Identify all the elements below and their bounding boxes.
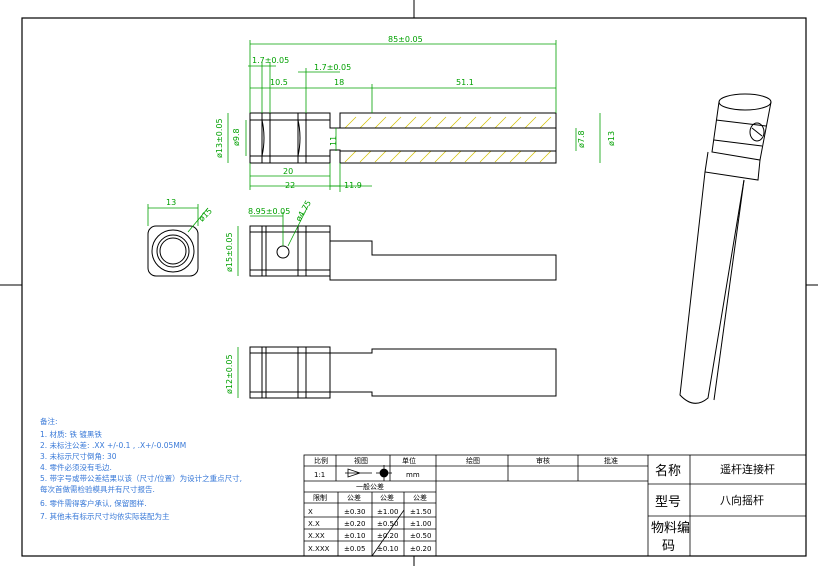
tb-unit-header: 单位 bbox=[402, 456, 416, 465]
notes-title: 备注: bbox=[40, 416, 58, 426]
tb-row3-c0: X.XXX bbox=[308, 545, 330, 553]
dim-end-dia-15: ø15 bbox=[197, 206, 214, 223]
dim-hole-dia: ø4.75 bbox=[294, 199, 313, 223]
tb-row1-c1: ±0.20 bbox=[344, 520, 365, 528]
dim-end-13: 13 bbox=[166, 198, 176, 207]
tb-row1-c0: X.X bbox=[308, 520, 320, 528]
front-view: 8.95±0.05 ø4.75 ø15±0.05 bbox=[225, 199, 557, 281]
notes-line-6: 每次首做需检验模具并有尺寸报告. bbox=[40, 484, 155, 494]
dim-overall-length: 85±0.05 bbox=[388, 35, 423, 44]
dim-hole-pos: 8.95±0.05 bbox=[248, 207, 290, 216]
tb-row2-c1: ±0.10 bbox=[344, 532, 365, 540]
notes-line-5: 5. 带字号或带公差结果以该（尺寸/位置）为设计之重点尺寸, bbox=[40, 473, 242, 483]
section-hatch bbox=[344, 116, 552, 163]
section-view: 85±0.05 1.7±0.05 1.7±0.05 10.5 18 51.1 ø… bbox=[215, 35, 616, 192]
notes-line-3: 3. 未标示尺寸倒角: 30 bbox=[40, 451, 117, 461]
dim-dia-7-8: ø7.8 bbox=[577, 130, 586, 148]
tb-scale-header: 比例 bbox=[314, 456, 328, 465]
tb-row0-c2: ±1.00 bbox=[377, 508, 398, 516]
dim-10-5: 10.5 bbox=[270, 78, 288, 87]
dim-dia-12-tol: ø12±0.05 bbox=[225, 354, 234, 394]
tb-row2-c0: X.XX bbox=[308, 532, 325, 540]
tb-row3-c1: ±0.05 bbox=[344, 545, 365, 553]
notes-line-1: 1. 材质: 铁 镀黑铁 bbox=[40, 429, 102, 439]
dim-groove-b: 1.7±0.05 bbox=[314, 63, 351, 72]
end-view: 13 ø15 bbox=[147, 198, 214, 277]
tb-tol-col-0: 限制 bbox=[313, 493, 327, 502]
dim-dia-9-8: ø9.8 bbox=[232, 128, 241, 146]
tb-tol-col-2: 公差 bbox=[380, 493, 394, 502]
tb-name-label: 名称 bbox=[655, 463, 681, 479]
dim-22: 22 bbox=[285, 181, 295, 190]
notes-line-8: 7. 其他未有标示尺寸均依实际装配为主 bbox=[40, 511, 170, 521]
tb-row0-c1: ±0.30 bbox=[344, 508, 365, 516]
dim-11: 11 bbox=[329, 136, 338, 146]
dim-dia-13-tol: ø13±0.05 bbox=[215, 118, 224, 158]
tb-row2-c3: ±0.50 bbox=[410, 532, 431, 540]
tb-model-value: 八向摇杆 bbox=[720, 493, 764, 507]
dim-18: 18 bbox=[334, 78, 344, 87]
dim-20: 20 bbox=[283, 167, 293, 176]
notes-line-2: 2. 未标注公差: .XX +/-0.1 , .X+/-0.05MM bbox=[40, 440, 186, 450]
tb-tol-col-1: 公差 bbox=[347, 493, 361, 502]
isometric-view bbox=[679, 93, 772, 404]
notes-line-7: 6. 零件需得客户承认, 保留图样. bbox=[40, 498, 147, 508]
tb-row1-c2: ±0.50 bbox=[377, 520, 398, 528]
tb-tol-col-3: 公差 bbox=[413, 493, 427, 502]
tb-row3-c3: ±0.20 bbox=[410, 545, 431, 553]
tb-row0-c0: X bbox=[308, 508, 313, 516]
tb-name-value: 遥杆连接杆 bbox=[720, 462, 775, 476]
notes-line-4: 4. 零件必须没有毛边. bbox=[40, 462, 112, 472]
tb-model-label: 型号 bbox=[655, 495, 681, 510]
tb-approved-header: 批准 bbox=[604, 456, 618, 465]
dim-dia-13: ø13 bbox=[607, 131, 616, 146]
tb-drawn-header: 绘图 bbox=[466, 456, 480, 465]
side-view: ø12±0.05 bbox=[225, 346, 557, 399]
tb-material-label-2: 码 bbox=[662, 539, 675, 554]
tb-view-header: 视图 bbox=[354, 456, 368, 465]
notes-block: 备注: 1. 材质: 铁 镀黑铁 2. 未标注公差: .XX +/-0.1 , … bbox=[40, 416, 242, 521]
tb-material-label-1: 物料编 bbox=[651, 521, 690, 536]
title-block-text: 比例 视图 单位 绘图 审核 批准 1:1 mm 一般公差 限制 公差 公差 公… bbox=[308, 456, 775, 554]
dim-51-1: 51.1 bbox=[456, 78, 474, 87]
tb-row3-c2: ±0.10 bbox=[377, 545, 398, 553]
dim-groove-a: 1.7±0.05 bbox=[252, 56, 289, 65]
dim-dia-15-tol: ø15±0.05 bbox=[225, 232, 234, 272]
projection-symbol bbox=[345, 465, 392, 481]
tb-general-tolerance: 一般公差 bbox=[356, 482, 384, 491]
tb-row0-c3: ±1.50 bbox=[410, 508, 431, 516]
tb-unit-value: mm bbox=[406, 471, 420, 479]
tb-row2-c2: ±0.20 bbox=[377, 532, 398, 540]
tb-scale-value: 1:1 bbox=[314, 471, 325, 479]
dim-11-9: 11.9 bbox=[344, 181, 362, 190]
title-block bbox=[303, 454, 807, 557]
tb-row1-c3: ±1.00 bbox=[410, 520, 431, 528]
tb-checked-header: 审核 bbox=[536, 456, 550, 465]
